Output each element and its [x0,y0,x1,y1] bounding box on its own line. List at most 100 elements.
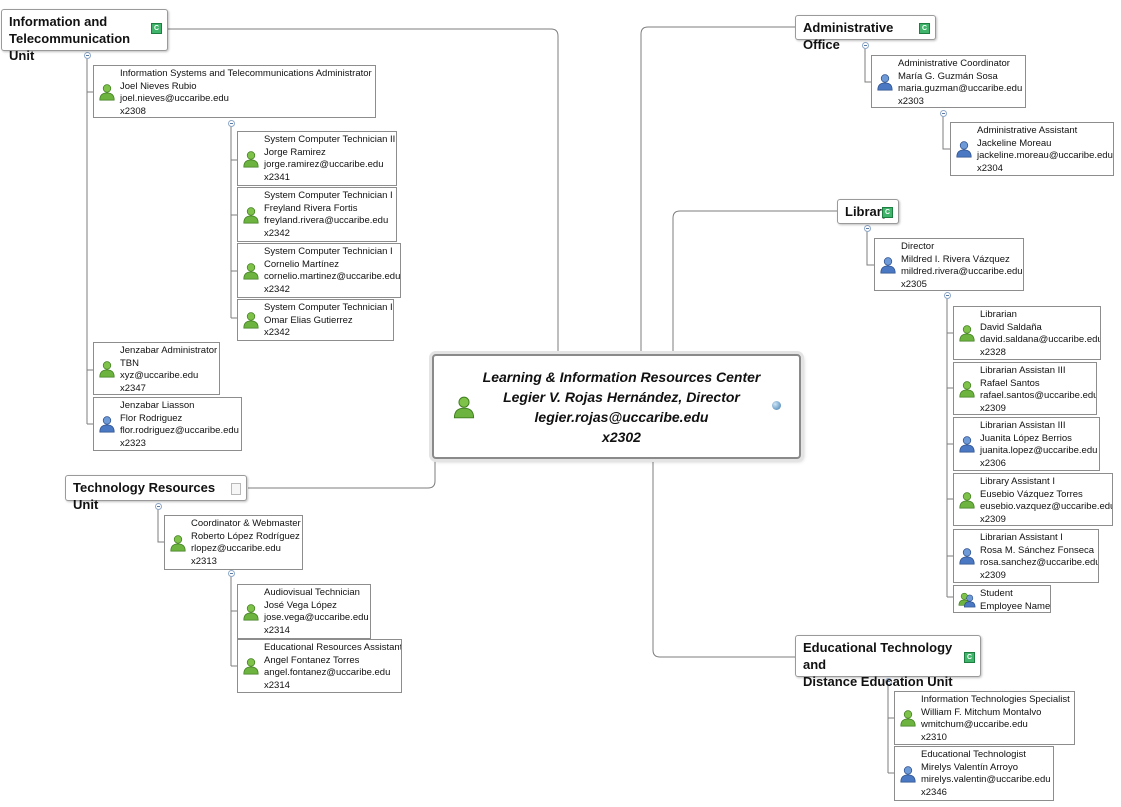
card-line: Roberto López Rodríguez [191,530,300,542]
card-line: Audiovisual Technician [264,587,360,598]
card-line: Librarian [980,309,1017,320]
card-line: x2328 [980,346,1006,358]
collapse-toggle-coord-web[interactable] [228,570,235,577]
card-line: Administrative Assistant [977,125,1078,136]
topic-library[interactable]: Library C [837,199,899,224]
connector-center-edu [652,459,796,658]
card-line: x2303 [898,95,924,107]
card-line: José Vega López [264,599,337,611]
central-topic[interactable]: Learning & Information Resources Center … [432,354,801,459]
topic-label-line2: Telecommunication Unit [9,31,131,63]
topic-label: Technology Resources Unit [73,480,216,512]
card-line: Employee Name [980,600,1051,612]
card-line: x2341 [264,171,290,183]
person-female-icon [98,415,116,433]
card-line: mildred.rivera@uccaribe.edu [901,266,1023,277]
topic-technology-resources[interactable]: Technology Resources Unit [65,475,247,512]
card-line: Angel Fontanez Torres [264,654,360,666]
person-male-icon [169,534,187,552]
card-ist-admin[interactable]: Information Systems and Telecommunicatio… [93,65,376,118]
card-line: Educational Technologist [921,749,1026,760]
topic-label-line2: Distance Education Unit [803,674,953,689]
category-badge-icon[interactable]: C [882,207,893,218]
card-line: Information Systems and Telecommunicatio… [120,68,372,79]
card-line: Jorge Ramirez [264,146,326,158]
collapse-toggle-edu[interactable] [885,678,892,685]
category-badge-icon[interactable]: C [151,23,162,34]
card-line: x2346 [921,786,947,798]
card-line: eusebio.vazquez@uccaribe.edu [980,501,1113,512]
collapse-toggle-admin[interactable] [862,42,869,49]
topic-administrative-office[interactable]: Administrative Office C [795,15,936,52]
card-line: flor.rodriguez@uccaribe.edu [120,425,239,436]
globe-icon[interactable] [772,401,781,410]
card-line: Information Technologies Specialist [921,694,1070,705]
person-male-icon [958,491,976,509]
card-line: mirelys.valentin@uccaribe.edu [921,774,1051,785]
card-line: x2342 [264,227,290,239]
person-male-icon [242,262,260,280]
person-male-icon [452,395,476,419]
card-line: Student [980,588,1013,599]
category-badge-icon[interactable]: C [919,23,930,34]
topic-educational-technology[interactable]: Educational Technology and Distance Educ… [795,635,981,689]
card-line: x2305 [901,278,927,290]
card-line: rlopez@uccaribe.edu [191,543,281,554]
collapse-toggle-admin-coord[interactable] [940,110,947,117]
card-line: x2314 [264,624,290,636]
card-line: jose.vega@uccaribe.edu [264,612,369,623]
card-line: x2323 [120,437,146,449]
card-line: joel.nieves@uccaribe.edu [120,93,229,104]
category-badge-icon[interactable]: C [964,652,975,663]
person-group-icon [958,590,976,608]
person-female-icon [879,256,897,274]
connector-center-tech [248,459,436,489]
collapse-toggle-tech[interactable] [155,503,162,510]
collapse-toggle-info[interactable] [84,52,91,59]
card-line: rosa.sanchez@uccaribe.edu [980,557,1099,568]
person-male-icon [98,83,116,101]
card-line: x2347 [120,382,146,394]
person-male-icon [242,657,260,675]
card-line: Rosa M. Sánchez Fonseca [980,544,1095,556]
person-female-icon [958,547,976,565]
card-line: x2342 [264,283,290,295]
topic-label: Library [845,204,890,219]
card-line: x2309 [980,402,1006,414]
card-line: System Computer Technician I [264,190,393,201]
card-line: rafael.santos@uccaribe.edu [980,390,1097,401]
connector-center-library [672,210,838,354]
person-female-icon [955,140,973,158]
note-icon[interactable] [231,483,241,495]
card-line: x2309 [980,569,1006,581]
collapse-toggle-lib-director[interactable] [944,292,951,299]
person-male-icon [899,709,917,727]
card-line: Mirelys Valentín Arroyo [921,761,1018,773]
card-line: William F. Mitchum Montalvo [921,706,1042,718]
person-female-icon [876,73,894,91]
topic-label-line1: Information and [9,14,108,29]
topic-information-telecommunication[interactable]: Information and Telecommunication Unit C [1,9,168,63]
collapse-toggle-library[interactable] [864,225,871,232]
collapse-toggle-ist-admin[interactable] [228,120,235,127]
